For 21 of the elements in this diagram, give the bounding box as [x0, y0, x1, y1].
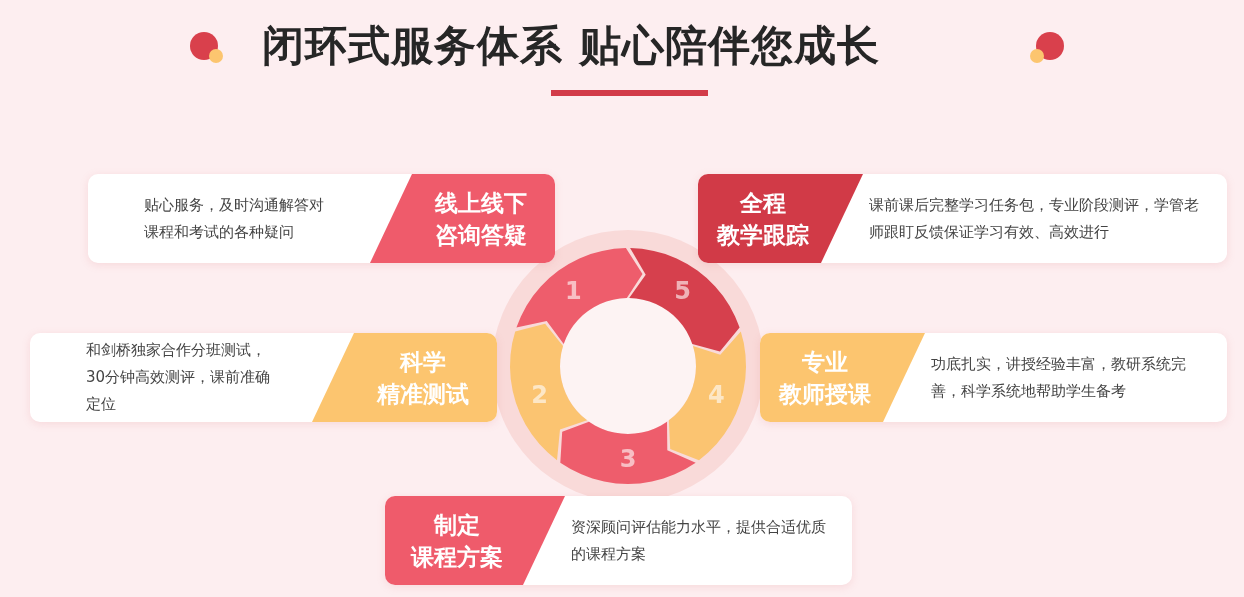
step-number: 4: [708, 381, 725, 408]
info-card: [88, 174, 555, 263]
info-card: [385, 496, 852, 585]
description-text: 贴心服务，及时沟通解答对课程和考试的各种疑问: [144, 194, 325, 243]
heading-tag: 专业教师授课: [760, 333, 925, 422]
description-text: 资深顾问评估能力水平，提供合适优质的课程方案: [571, 516, 827, 565]
step-number: 2: [531, 381, 548, 408]
description-text: 功底扎实，讲授经验丰富，教研系统完善，科学系统地帮助学生备考: [931, 353, 1187, 402]
info-card: [760, 333, 1227, 422]
description-text: 和剑桥独家合作分班测试，30分钟高效测评，课前准确定位: [86, 340, 272, 415]
step-number: 5: [674, 277, 691, 304]
step-number: 1: [565, 277, 582, 304]
heading-tag: 线上线下咨询答疑: [370, 174, 555, 263]
info-card: [30, 333, 497, 422]
step-number: 3: [619, 446, 637, 472]
title: 闭环式服务体系 贴心陪伴您成长: [262, 20, 880, 72]
heading-tag: 全程教学跟踪: [698, 174, 863, 263]
description-text: 课前课后完整学习任务包，专业阶段测评，学管老师跟盯反馈保证学习有效、高效进行: [869, 194, 1200, 243]
heading-tag: 科学精准测试: [312, 333, 497, 422]
info-card: [698, 174, 1227, 263]
heading-tag: 制定课程方案: [385, 496, 565, 585]
